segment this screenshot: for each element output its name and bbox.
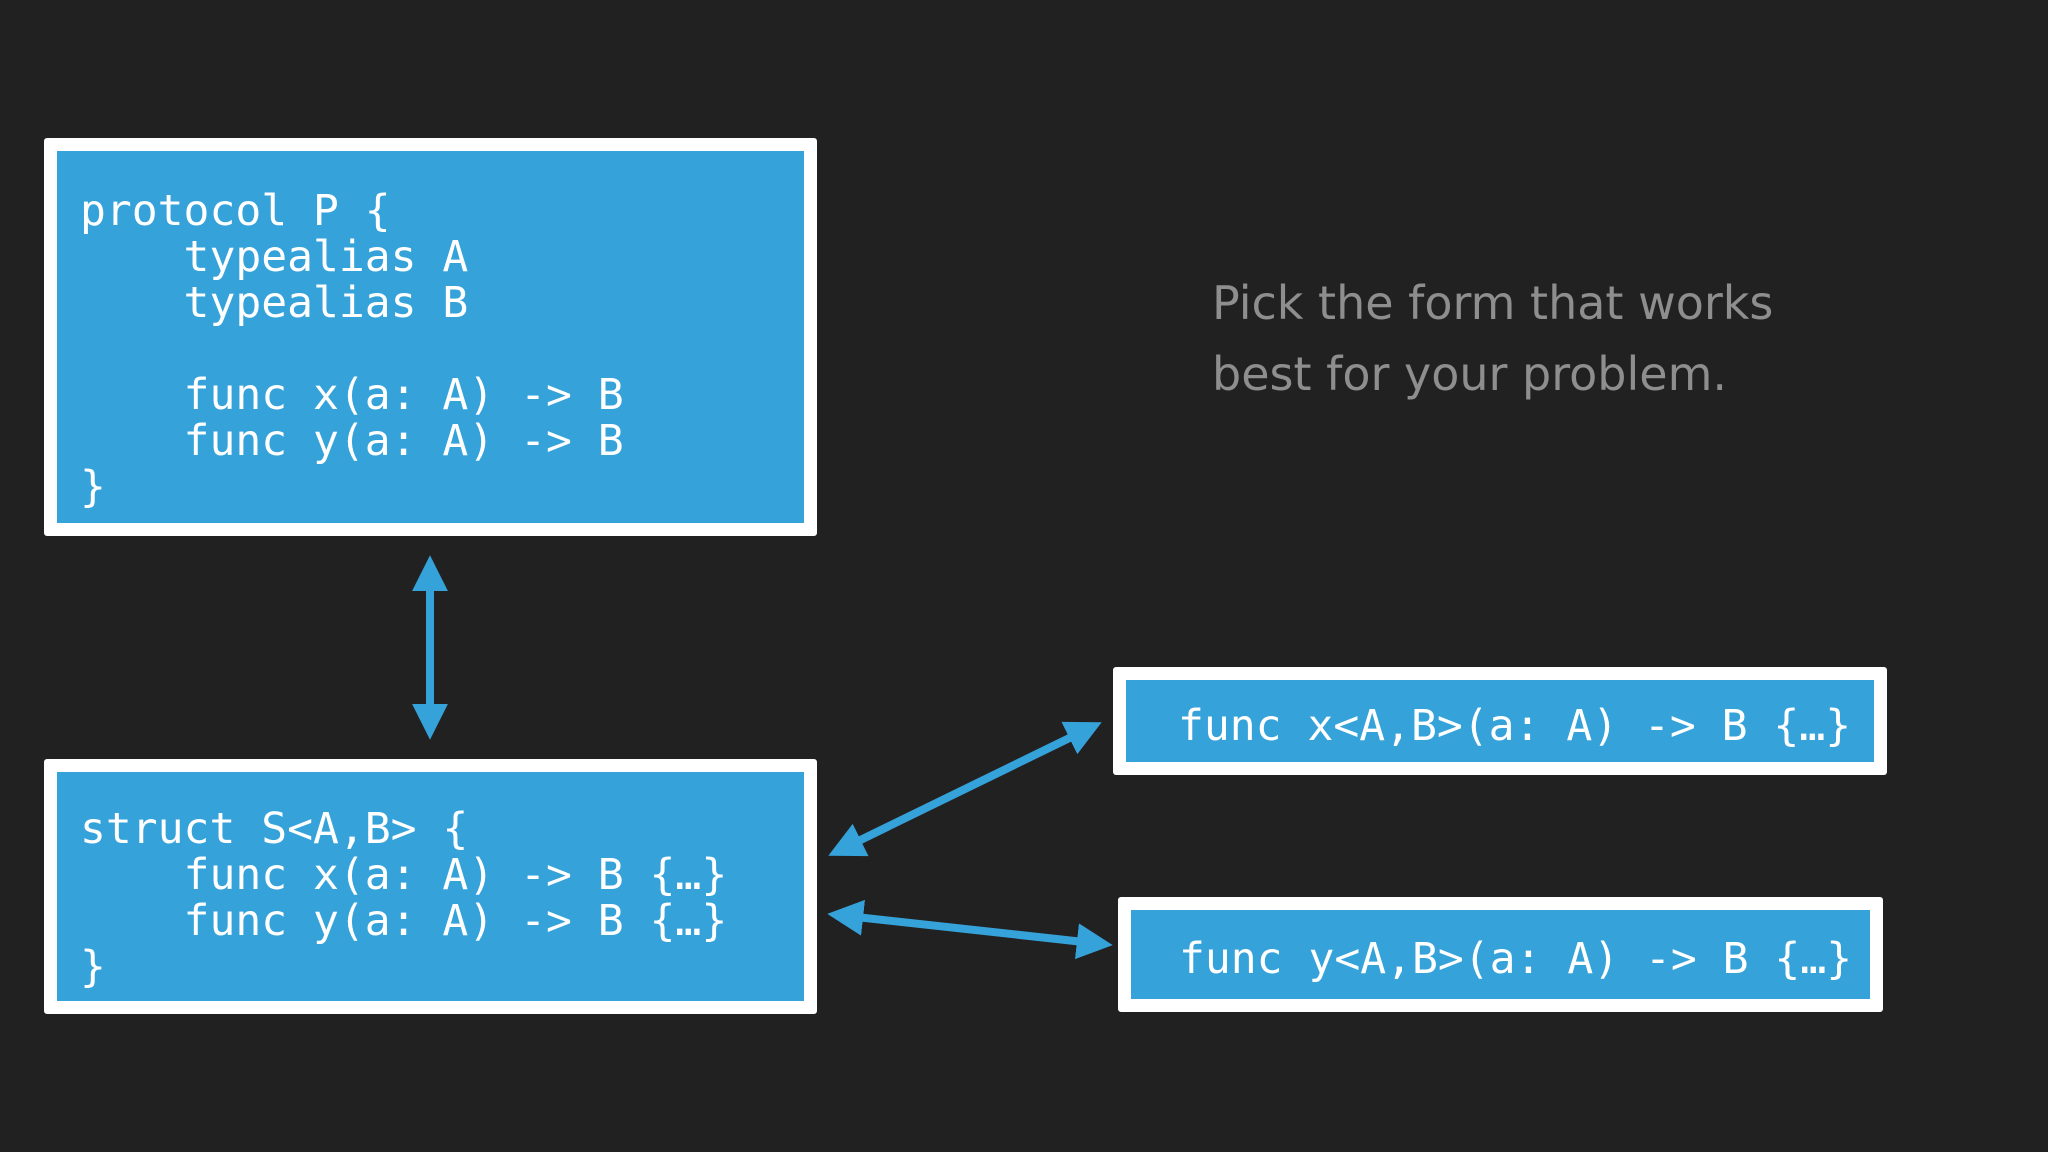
double-arrow-struct-func-x — [828, 721, 1102, 857]
code-line: func x(a: A) -> B {…} — [80, 850, 728, 900]
code-line: } — [80, 942, 106, 992]
generic-func-y-code: func y<A,B>(a: A) -> B {…} — [1179, 934, 1853, 984]
struct-code: struct S<A,B> { func x(a: A) -> B {…} fu… — [57, 772, 804, 990]
code-line: func y(a: A) -> B — [80, 416, 624, 466]
generic-func-x-box: func x<A,B>(a: A) -> B {…} — [1113, 667, 1887, 775]
generic-func-y-box: func y<A,B>(a: A) -> B {…} — [1118, 897, 1883, 1012]
protocol-code: protocol P { typealias A typealias B fun… — [57, 151, 804, 510]
caption-line-1: Pick the form that works — [1212, 276, 1774, 330]
caption-text: Pick the form that works best for your p… — [1212, 268, 1932, 410]
struct-code-box: struct S<A,B> { func x(a: A) -> B {…} fu… — [44, 759, 817, 1014]
code-line: typealias A — [80, 232, 469, 282]
code-line: } — [80, 462, 106, 512]
code-line: struct S<A,B> { — [80, 804, 469, 854]
code-line: typealias B — [80, 278, 469, 328]
code-line: func x(a: A) -> B — [80, 370, 624, 420]
code-line: func y(a: A) -> B {…} — [80, 896, 728, 946]
code-line: protocol P { — [80, 186, 391, 236]
caption-line-2: best for your problem. — [1212, 347, 1728, 401]
double-arrow-struct-func-y — [827, 899, 1113, 960]
protocol-code-box: protocol P { typealias A typealias B fun… — [44, 138, 817, 536]
generic-func-x-code: func x<A,B>(a: A) -> B {…} — [1178, 701, 1852, 751]
